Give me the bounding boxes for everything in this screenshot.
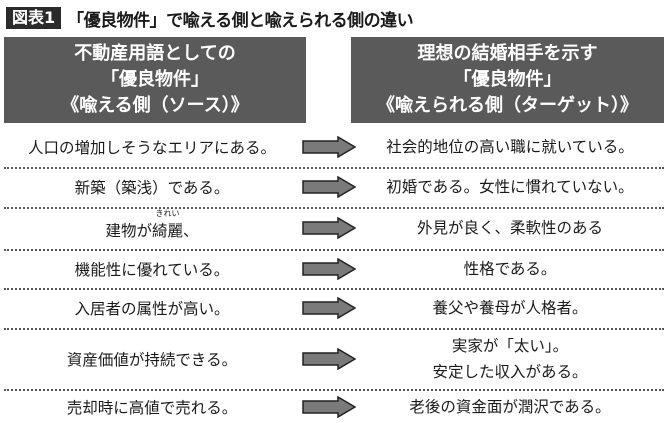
header-target-line-3: 《喩えられる側（ターゲット）》 xyxy=(377,95,638,116)
table-row: 入居者の属性が高い。 養父や養母が人格者。 xyxy=(4,293,664,323)
source-cell: 機能性に優れている。 xyxy=(74,261,230,279)
row-divider xyxy=(4,249,664,251)
arrow-right-icon xyxy=(302,136,356,158)
target-line: 養父や養母が人格者。 xyxy=(432,299,588,317)
row-divider xyxy=(4,207,664,209)
target-line: 社会的地位の高い職に就いている。 xyxy=(386,138,634,156)
header-target-line-1: 理想の結婚相手を示す xyxy=(417,43,598,64)
table-row: 売却時に高値で売れる。 老後の資金面が潤沢である。 xyxy=(4,393,664,421)
header-target: 理想の結婚相手を示す 「優良物件」 《喩えられる側（ターゲット）》 xyxy=(351,37,664,123)
arrow-right-icon xyxy=(302,258,356,280)
target-line: 外見が良く、柔軟性のある xyxy=(416,219,603,237)
row-divider xyxy=(4,389,664,391)
target-line: 実家が「太い」。 xyxy=(451,337,569,355)
source-cell: 資産価値が持続できる。 xyxy=(66,351,238,369)
target-line: 性格である。 xyxy=(463,260,557,278)
arrow-right-icon xyxy=(302,348,356,370)
target-line: 初婚である。女性に慣れていない。 xyxy=(386,178,634,196)
row-divider xyxy=(4,328,664,330)
source-cell: 売却時に高値で売れる。 xyxy=(66,399,238,417)
row-divider xyxy=(4,167,664,169)
target-cell: 実家が「太い」。 安定した収入がある。 xyxy=(356,333,664,385)
header-source-line-3: 《喩える側（ソース）》 xyxy=(61,95,249,116)
source-text: 、 xyxy=(183,222,199,240)
ruby-base: 綺麗 xyxy=(151,222,183,240)
figure-label: 図表1 xyxy=(6,7,62,29)
target-line: 安定した収入がある。 xyxy=(432,363,588,381)
source-text: 建物が xyxy=(105,222,152,240)
target-cell: 外見が良く、柔軟性のある xyxy=(356,215,664,241)
target-cell: 性格である。 xyxy=(356,256,664,282)
source-cell: 入居者の属性が高い。 xyxy=(74,300,230,318)
row-divider xyxy=(4,288,664,290)
header-source-line-1: 不動産用語としての xyxy=(74,43,236,64)
table-row: 機能性に優れている。 性格である。 xyxy=(4,254,664,284)
header-source: 不動産用語としての 「優良物件」 《喩える側（ソース）》 xyxy=(4,37,306,123)
target-cell: 老後の資金面が潤沢である。 xyxy=(356,394,664,420)
arrow-right-icon xyxy=(302,217,356,239)
header-source-line-2: 「優良物件」 xyxy=(101,69,209,90)
target-cell: 社会的地位の高い職に就いている。 xyxy=(356,134,664,160)
figure-title-row: 図表1 「優良物件」で喩える側と喩えられる側の違い xyxy=(6,5,414,31)
arrow-right-icon xyxy=(302,176,356,198)
header-target-line-2: 「優良物件」 xyxy=(453,69,562,90)
ruby-annotated-word: きれい綺麗 xyxy=(151,209,183,241)
table-row: 資産価値が持続できる。 実家が「太い」。 安定した収入がある。 xyxy=(4,331,664,387)
arrow-right-icon xyxy=(302,396,356,418)
table-row: 人口の増加しそうなエリアにある。 社会的地位の高い職に就いている。 xyxy=(4,132,664,162)
ruby-reading: きれい xyxy=(155,209,180,218)
arrow-right-icon xyxy=(302,297,356,319)
source-cell: 新築（築浅）である。 xyxy=(74,179,230,197)
target-cell: 初婚である。女性に慣れていない。 xyxy=(356,174,664,200)
target-cell: 養父や養母が人格者。 xyxy=(356,295,664,321)
figure-title: 「優良物件」で喩える側と喩えられる側の違い xyxy=(67,10,414,31)
table-row: 新築（築浅）である。 初婚である。女性に慣れていない。 xyxy=(4,172,664,202)
table-row: 建物がきれい綺麗、 外見が良く、柔軟性のある xyxy=(4,209,664,244)
target-line: 老後の資金面が潤沢である。 xyxy=(409,398,611,416)
source-cell: 建物がきれい綺麗、 xyxy=(4,209,300,241)
source-cell: 人口の増加しそうなエリアにある。 xyxy=(27,139,276,157)
